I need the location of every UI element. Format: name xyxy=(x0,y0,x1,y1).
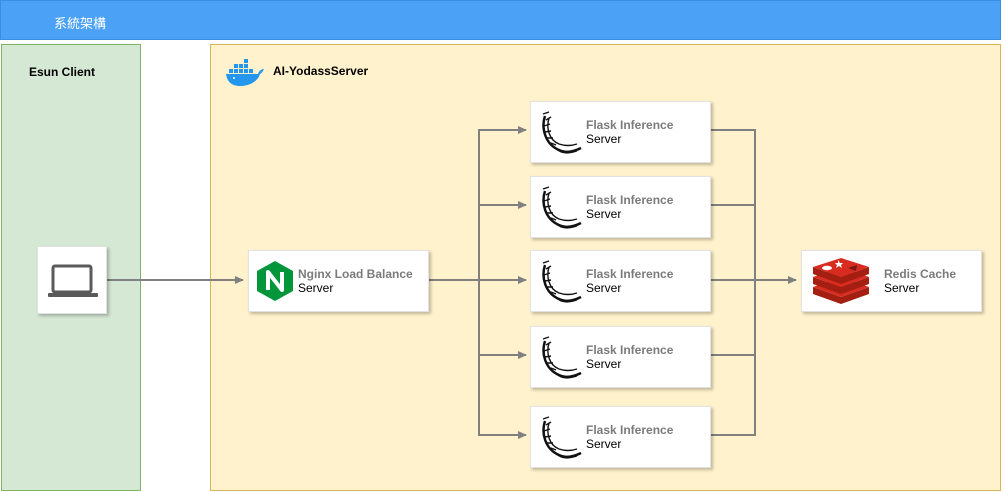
client-container[interactable]: Esun Client xyxy=(1,44,141,491)
flask-title: Flask Inference xyxy=(586,267,674,281)
flask-title: Flask Inference xyxy=(586,193,674,207)
flask-subtitle: Server xyxy=(586,207,622,221)
redis-server-node[interactable]: Redis Cache Server xyxy=(801,250,982,312)
redis-icon xyxy=(813,258,869,304)
docker-icon xyxy=(226,59,264,86)
flask-subtitle: Server xyxy=(586,281,622,295)
redis-title: Redis Cache xyxy=(884,267,957,281)
flask-title: Flask Inference xyxy=(586,343,674,357)
nginx-to-flask-4-arrow xyxy=(478,280,527,359)
flask-server-node-1[interactable]: Flask Inference Server xyxy=(530,101,711,163)
flask-icon xyxy=(542,186,582,229)
page-title: 系統架構 xyxy=(54,16,107,31)
flask-server-node-4[interactable]: Flask Inference Server xyxy=(530,326,711,388)
nginx-subtitle: Server xyxy=(298,281,334,295)
flask-server-node-2[interactable]: Flask Inference Server xyxy=(530,176,711,238)
flask-icon xyxy=(542,336,582,379)
flask-title: Flask Inference xyxy=(586,423,674,437)
flask-icon xyxy=(542,260,582,303)
redis-subtitle: Server xyxy=(884,281,920,295)
flask-icon xyxy=(542,416,582,459)
laptop-node[interactable] xyxy=(37,246,107,314)
nginx-to-flask-5-arrow xyxy=(478,355,527,439)
header-bar: 系統架構 xyxy=(0,0,1001,40)
flask-subtitle: Server xyxy=(586,132,622,146)
nginx-icon xyxy=(257,261,293,301)
flask-subtitle: Server xyxy=(586,357,622,371)
server-label: AI-YodassServer xyxy=(273,64,369,78)
client-label: Esun Client xyxy=(29,65,96,79)
flask-title: Flask Inference xyxy=(586,118,674,132)
nginx-title: Nginx Load Balance xyxy=(298,267,413,281)
flask-subtitle: Server xyxy=(586,437,622,451)
flask-server-node-5[interactable]: Flask Inference Server xyxy=(530,406,711,468)
nginx-server-node[interactable]: Nginx Load Balance Server xyxy=(248,250,429,312)
flask-icon xyxy=(542,111,582,154)
flask-to-redis-bus xyxy=(710,129,756,436)
laptop-icon xyxy=(48,264,98,297)
flask-server-node-3[interactable]: Flask Inference Server xyxy=(530,250,711,312)
